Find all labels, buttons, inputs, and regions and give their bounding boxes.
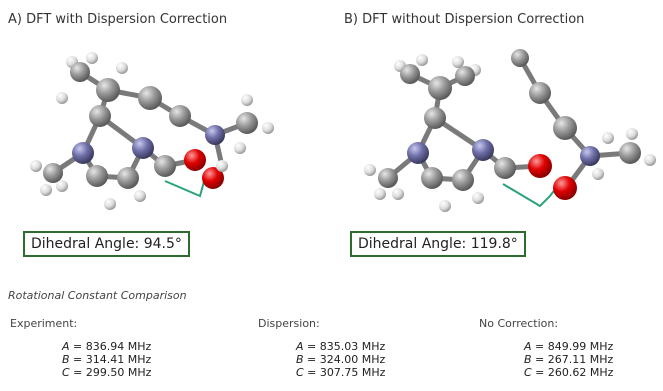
panel-a-title: A) DFT with Dispersion Correction (8, 12, 228, 27)
no-correction-column-label: No Correction: (479, 317, 559, 330)
no-correction-values: A = 849.99 MHz B = 267.11 MHz C = 260.62… (524, 340, 613, 379)
dispersion-a-value: A = 835.03 MHz (296, 340, 386, 353)
no-correction-b-value: B = 267.11 MHz (524, 353, 614, 366)
dihedral-angle-b: Dihedral Angle: 119.8° (350, 231, 526, 257)
experiment-column-label: Experiment: (10, 317, 78, 330)
dispersion-b-value: B = 324.00 MHz (296, 353, 386, 366)
dispersion-c-value: C = 307.75 MHz (296, 366, 386, 379)
experiment-a-value: A = 836.94 MHz (62, 340, 152, 353)
comparison-title: Rotational Constant Comparison (8, 289, 187, 302)
dihedral-angle-a: Dihedral Angle: 94.5° (23, 231, 190, 257)
experiment-values: A = 836.94 MHz B = 314.41 MHz C = 299.50… (62, 340, 151, 379)
experiment-c-value: C = 299.50 MHz (62, 366, 152, 379)
panel-b-title: B) DFT without Dispersion Correction (344, 12, 585, 27)
no-correction-c-value: C = 260.62 MHz (524, 366, 614, 379)
dispersion-column-label: Dispersion: (258, 317, 320, 330)
dispersion-values: A = 835.03 MHz B = 324.00 MHz C = 307.75… (296, 340, 385, 379)
molecule-a-image (30, 52, 274, 210)
molecule-b-image (364, 49, 656, 212)
no-correction-a-value: A = 849.99 MHz (524, 340, 614, 353)
experiment-b-value: B = 314.41 MHz (62, 353, 152, 366)
